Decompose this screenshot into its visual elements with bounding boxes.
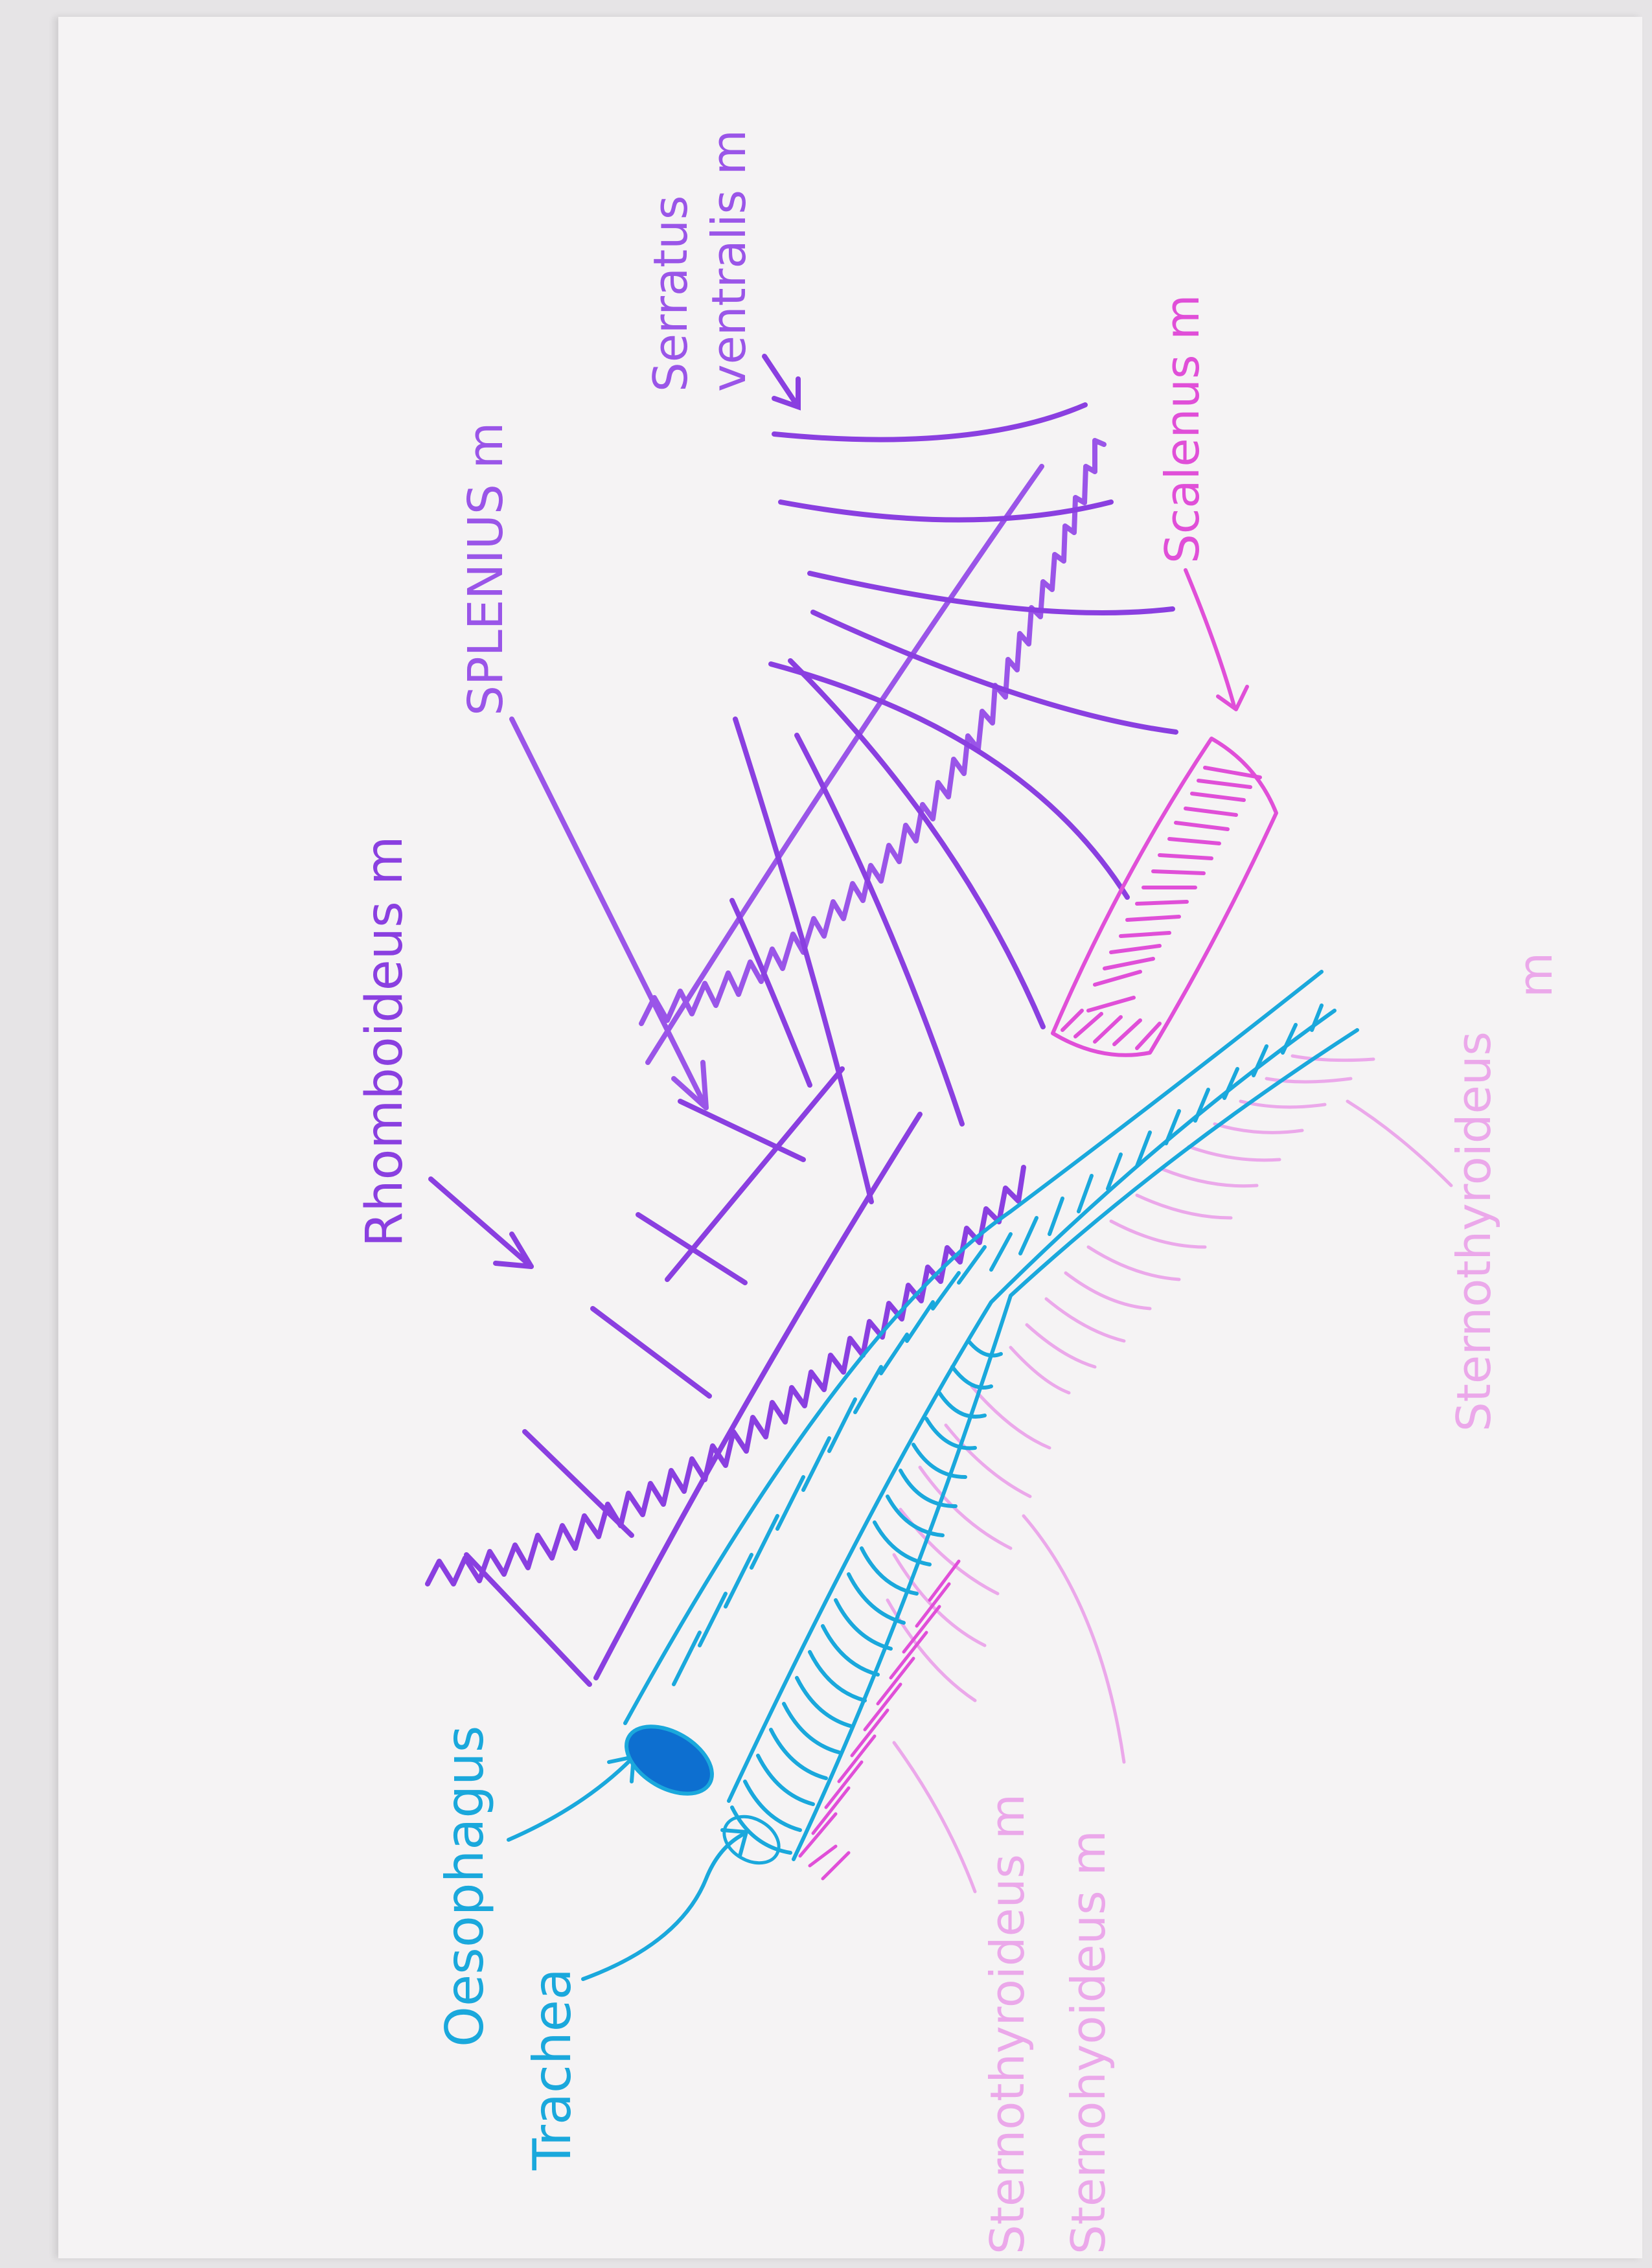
label-serratus-line2: ventralis m [702, 130, 756, 392]
scalenus-label-pointer [1184, 568, 1236, 708]
sternohyoideus-hatch [798, 1559, 961, 1881]
splenius-label-pointer [509, 716, 706, 1104]
label-oesophagus: Oesophagus [435, 1726, 495, 2047]
serratus-fiber [778, 499, 1114, 523]
serratus-fiber [768, 661, 1130, 900]
label-serratus-line1: Serratus [643, 196, 698, 392]
serratus-arrowhead [772, 376, 801, 411]
label-splenius: SPLENIUS m [458, 422, 514, 716]
rhomboideus-fiber [522, 1429, 634, 1538]
label-sternothyroideus: Sternothyroideus m [980, 1794, 1035, 2254]
sternothyroideus-left-pointer [892, 1741, 977, 1894]
trachea-lower-edge [792, 1028, 1359, 1861]
sternohyoideus-muscle [798, 1559, 961, 1881]
paper-sheet [58, 17, 1642, 2258]
sternothyroideus-chevrons [1009, 1054, 1375, 1395]
trachea-label-pointer [581, 1831, 747, 1981]
serratus-ventralis-muscle [665, 354, 1178, 1282]
serratus-fiber [729, 898, 812, 1088]
label-sternothyroideus-right: Sternothyroideus [1447, 1031, 1501, 1432]
serratus-label-pointer [762, 354, 799, 407]
oesophagus-label-pointer [507, 1757, 634, 1842]
trachea-hatch [672, 1003, 1324, 1686]
splenius-zigzag-edge [639, 438, 1107, 1026]
rhomboideus-fiber [678, 1099, 806, 1162]
trachea-tube [507, 970, 1359, 1981]
rhomboideus-fiber [464, 1552, 592, 1687]
trachea-upper-edge [623, 970, 1324, 1725]
scalenus-arrowhead [1216, 685, 1249, 711]
trachea-inner-edge [727, 1009, 1337, 1803]
serratus-fiber [788, 658, 1046, 1029]
scalenus-outline [1051, 737, 1278, 1057]
serratus-fiber [810, 610, 1178, 735]
splenius-arrowhead [671, 1060, 709, 1110]
serratus-fiber [665, 1066, 845, 1282]
rhomboideus-fiber [590, 1306, 712, 1399]
sternohyoideus-label-pointer [1022, 1514, 1126, 1764]
label-sternohyoideus: Sternohyoideus m [1061, 1830, 1116, 2254]
serratus-fiber [772, 402, 1088, 442]
oesophagus-cross-section [625, 1724, 714, 1796]
label-trachea: Trachea [522, 1968, 582, 2171]
trachea-cross-section [722, 1815, 781, 1865]
label-sternothyroideus-right-m: m [1508, 952, 1563, 998]
label-rhomboideus: Rhomboideus m [356, 836, 414, 1247]
serratus-fiber [794, 733, 965, 1127]
trachea-arrowhead [720, 1828, 748, 1858]
serratus-fiber [807, 571, 1175, 615]
trachea-rings [730, 1339, 1003, 1855]
rhomboideus-label-pointer [428, 1176, 534, 1269]
oesophagus-lumen [625, 1724, 781, 1865]
sternothyroideus-muscle [886, 1054, 1453, 1894]
rhomboideus-arrowhead [493, 1231, 534, 1269]
serratus-fiber [733, 716, 874, 1204]
sternothyroideus-label-pointer [1346, 1099, 1453, 1187]
splenius-muscle [509, 438, 1107, 1110]
label-scalenus: Scalenus m [1155, 294, 1210, 564]
scalenus-hatch [1061, 766, 1262, 1050]
sternothyroideus-chevrons-lower [886, 1384, 1051, 1702]
scalenus-muscle [1051, 568, 1278, 1057]
splenius-inner-edge [645, 464, 1044, 1065]
